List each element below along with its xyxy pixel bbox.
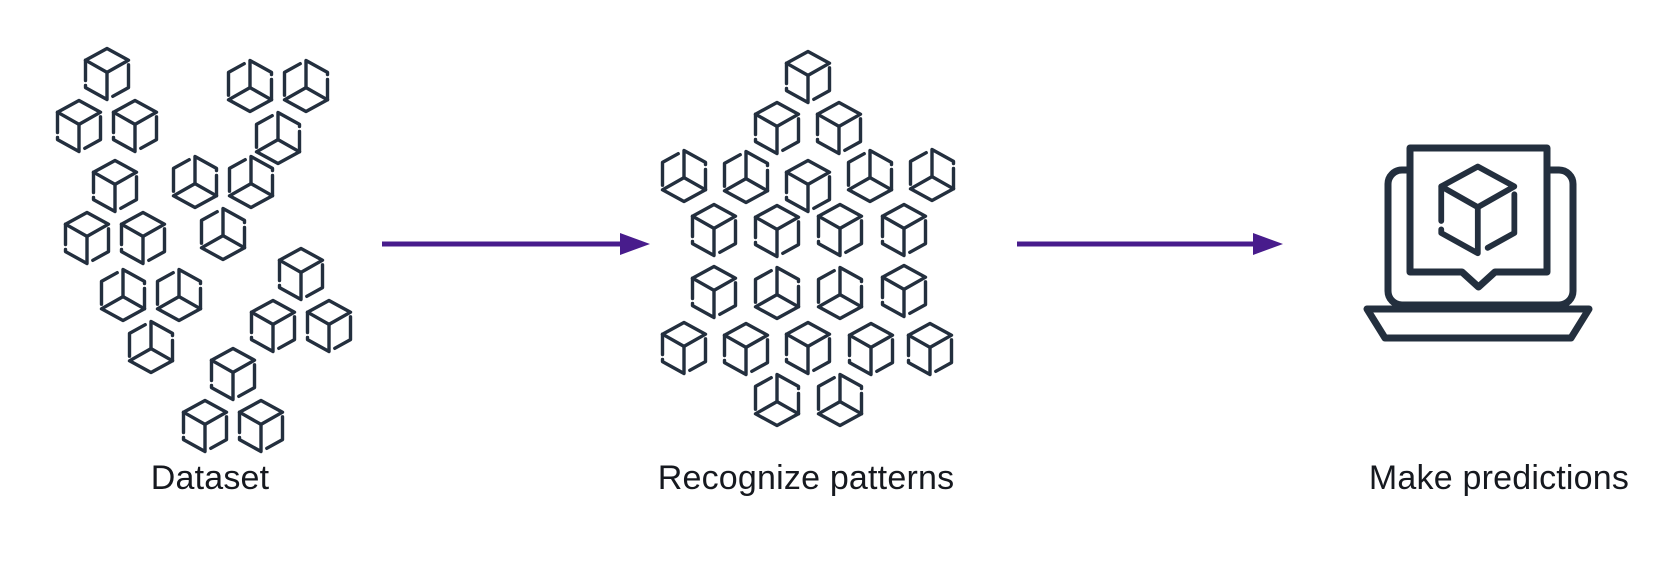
flow-arrow-icon xyxy=(1017,233,1283,255)
flow-arrows xyxy=(382,233,1283,255)
cube-icon xyxy=(847,321,895,377)
cube-cluster-icon xyxy=(55,46,159,154)
cube-cluster-icon xyxy=(249,246,353,354)
cube-icon xyxy=(880,263,928,319)
cube-cluster-icon xyxy=(171,154,275,262)
cube-icon xyxy=(111,98,159,154)
cube-icon xyxy=(155,267,203,323)
cube-icon xyxy=(237,398,285,454)
cube-icon xyxy=(753,203,801,259)
stage-label-make-predictions: Make predictions xyxy=(1368,459,1630,497)
cube-icon xyxy=(55,98,103,154)
cube-icon xyxy=(753,372,801,428)
cube-icon xyxy=(227,154,275,210)
cube-icon xyxy=(816,265,864,321)
cube-icon xyxy=(254,110,302,166)
cube-icon xyxy=(906,321,954,377)
cube-cluster-icon xyxy=(226,58,330,166)
cube-icon xyxy=(908,147,956,203)
cube-icon xyxy=(690,264,738,320)
cube-icon xyxy=(660,320,708,376)
cube-icon xyxy=(660,148,708,204)
cube-icon xyxy=(753,265,801,321)
cube-icon xyxy=(784,320,832,376)
cube-icon xyxy=(199,206,247,262)
cube-icon xyxy=(99,267,147,323)
cube-cluster-icon xyxy=(99,267,203,375)
cube-icon xyxy=(690,202,738,258)
cube-icon xyxy=(880,202,928,258)
cube-icon xyxy=(722,149,770,205)
cube-icon xyxy=(209,346,257,402)
cube-icon xyxy=(83,46,131,102)
cube-icon xyxy=(91,158,139,214)
cube-icon xyxy=(277,246,325,302)
laptop-base xyxy=(1363,305,1593,342)
cube-icon xyxy=(816,372,864,428)
cube-icon xyxy=(784,158,832,214)
cube-icon xyxy=(282,58,330,114)
cube-icon xyxy=(816,202,864,258)
stage-label-dataset: Dataset xyxy=(150,459,270,497)
cube-icon xyxy=(722,321,770,377)
cube-icon xyxy=(753,100,801,156)
flow-arrow-icon xyxy=(382,233,650,255)
hexagonal-cube-cluster-icon xyxy=(660,49,956,428)
cube-icon xyxy=(846,148,894,204)
cube-icon xyxy=(127,319,175,375)
scattered-cube-clusters-icon xyxy=(55,46,353,454)
cube-icon xyxy=(305,298,353,354)
cube-icon xyxy=(784,49,832,105)
cube-icon xyxy=(171,154,219,210)
cube-cluster-icon xyxy=(63,158,167,266)
cube-icon xyxy=(226,58,274,114)
cube-icon xyxy=(181,398,229,454)
cube-icon xyxy=(63,210,111,266)
cube-icon xyxy=(249,298,297,354)
cube-icon xyxy=(119,210,167,266)
stage-label-recognize-patterns: Recognize patterns xyxy=(657,459,955,497)
cube-cluster-icon xyxy=(181,346,285,454)
cube-icon xyxy=(815,100,863,156)
laptop-with-cube-icon xyxy=(1363,144,1593,342)
